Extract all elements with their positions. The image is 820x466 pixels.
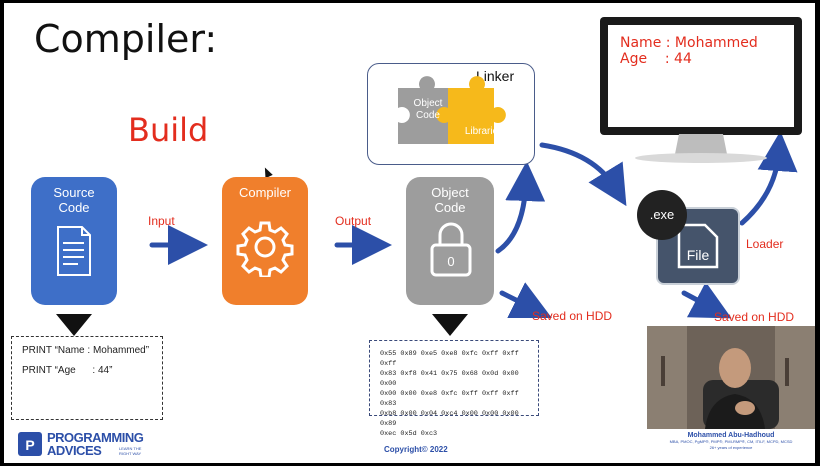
presenter-avatar [647, 326, 815, 429]
object-code-line: 0x83 0xf8 0x41 0x75 0x68 0x0d 0x00 0x00 [380, 370, 519, 388]
document-icon [57, 226, 91, 276]
puzzle-libraries-label: Libraries [464, 126, 504, 137]
svg-text:0: 0 [447, 254, 454, 269]
linker-title: Linker [476, 68, 515, 84]
output-label: Output [335, 214, 372, 228]
object-code-box: 0x55 0x89 0xe5 0xe8 0xfc 0xff 0xff 0xff … [369, 340, 539, 438]
compiler-label: Compiler [238, 185, 291, 200]
file-icon [677, 223, 719, 269]
input-label: Input [148, 214, 175, 228]
monitor: Name : Mohammed Age : 44 [600, 17, 802, 135]
brand-logo: P PROGRAMMING ADVICES LEARN THE RIGHT WA… [16, 430, 156, 458]
monitor-age-line: Age : 44 [620, 51, 692, 67]
presenter-credentials: MBA, PMOC, PgMP®, PMP®, PMI-RMP®, CM, IT… [669, 439, 793, 444]
puzzle-pieces-icon [398, 76, 506, 144]
object-code-label-line-1: Object [431, 185, 469, 200]
presenter-video [647, 326, 815, 429]
lock-icon: 0 [430, 222, 472, 277]
puzzle-object-line-1: Object [413, 98, 443, 109]
brand-mark-icon: P [18, 432, 42, 456]
object-to-hdd-arrow-icon [499, 282, 552, 318]
presenter-name: Mohammed Abu-Hadhoud [687, 432, 775, 439]
puzzle-object-code-label: Object Code [402, 98, 454, 122]
brand-line-1: PROGRAMMING [47, 430, 144, 445]
object-to-linker-arrow-icon [495, 161, 546, 254]
file-to-hdd-arrow-icon [681, 281, 732, 319]
svg-text:P: P [25, 437, 34, 453]
source-code-line: PRINT “Age : 44” [22, 365, 113, 376]
monitor-stand-icon [635, 134, 767, 163]
puzzle-object-line-2: Code [416, 110, 440, 121]
copyright: Copyright© 2022 [384, 445, 448, 454]
object-code-label-line-2: Code [434, 200, 466, 215]
source-code-block: Source Code [31, 177, 117, 305]
saved-on-hdd-label-2: Saved on HDD [714, 310, 795, 324]
saved-on-hdd-label-1: Saved on HDD [532, 309, 613, 323]
object-code-line: 0xb8 0x00 0x04 0xc4 0x00 0x00 0x00 0x89 [380, 410, 519, 428]
loader-label: Loader [746, 237, 784, 251]
source-code-label-line-2: Code [58, 200, 90, 215]
object-code-block: Object Code 0 [406, 177, 494, 305]
brand-line-2: ADVICES [47, 443, 102, 458]
source-code-label-line-1: Source [53, 185, 95, 200]
object-code-line: 0xec 0x5d 0xc3 [380, 430, 438, 438]
exe-badge: .exe [637, 190, 687, 240]
presenter-caption: Mohammed Abu-Hadhoud MBA, PMOC, PgMP®, P… [647, 432, 815, 451]
gear-icon [236, 221, 294, 277]
brand-tagline: LEARN THE RIGHT WAY [119, 446, 142, 456]
object-code-line: 0x00 0x00 0xe8 0xfc 0xff 0xff 0xff 0x83 [380, 390, 519, 408]
source-code-line: PRINT “Name : Mohammed” [22, 345, 150, 356]
source-pointer-icon [56, 314, 92, 336]
slide-title: Compiler: [34, 17, 218, 61]
source-code-box: PRINT “Name : Mohammed” PRINT “Age : 44” [11, 336, 163, 420]
build-label: Build [128, 111, 209, 149]
linker-box: Linker Object Code Libraries [367, 63, 535, 165]
compiler-block: Compiler [222, 177, 308, 305]
object-code-line: 0x55 0x89 0xe5 0xe8 0xfc 0xff 0xff 0xff [380, 350, 519, 368]
monitor-screen: Name : Mohammed Age : 44 [608, 25, 794, 127]
monitor-name-line: Name : Mohammed [620, 35, 758, 51]
slide: Compiler: Build Source Code Compiler Obj… [4, 3, 815, 463]
object-pointer-icon [432, 314, 468, 336]
presenter-experience: 26+ years of experience [709, 445, 753, 450]
file-label: File [686, 247, 710, 263]
linker-to-file-arrow-icon [539, 142, 627, 207]
